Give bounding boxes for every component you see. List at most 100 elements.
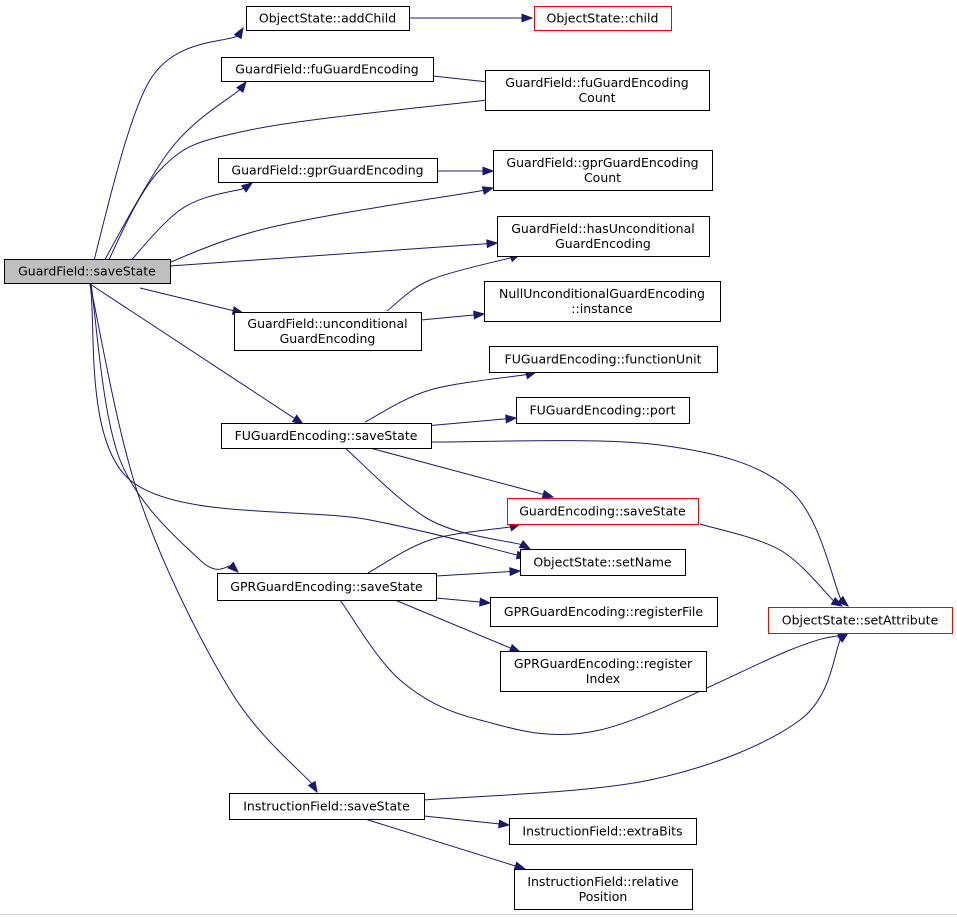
arrowhead-icon xyxy=(541,489,555,499)
edge-line xyxy=(89,283,519,556)
edge-root-to-uncond xyxy=(139,287,245,315)
node-label: ObjectState::setAttribute xyxy=(782,613,939,628)
node-label: GPRGuardEncoding::saveState xyxy=(230,579,423,594)
edge-root-to-hasUncond xyxy=(169,239,499,267)
node-label: GPRGuardEncoding::register xyxy=(514,656,693,671)
node-label: InstructionField::relative xyxy=(527,874,679,889)
edge-line xyxy=(123,189,485,284)
arrowhead-icon xyxy=(836,632,850,643)
edge-fuSave-to-setAttribute xyxy=(430,440,850,607)
node-box xyxy=(217,573,437,601)
arrowhead-icon xyxy=(486,239,499,249)
node-label: GuardField::gprGuardEncoding xyxy=(231,163,423,178)
node-box xyxy=(489,346,718,373)
node-box xyxy=(234,312,422,351)
arrowhead-icon xyxy=(479,597,492,607)
node-label: GuardField::saveState xyxy=(18,264,156,279)
node-box xyxy=(490,597,718,627)
edge-line xyxy=(89,283,313,785)
edge-uncond-to-nullInstance xyxy=(420,310,486,321)
node-gprSave[interactable]: GPRGuardEncoding::saveState xyxy=(217,573,437,601)
node-extraBits[interactable]: InstructionField::extraBits xyxy=(509,818,697,845)
node-label: GuardEncoding::saveState xyxy=(519,504,686,519)
arrowhead-icon xyxy=(837,595,850,607)
edge-instrSave-to-setAttribute xyxy=(423,632,850,801)
node-label: GuardEncoding xyxy=(555,236,651,251)
node-label: GuardEncoding xyxy=(280,331,376,346)
edge-line xyxy=(699,523,835,602)
node-nullInstance[interactable]: NullUnconditionalGuardEncoding::instance xyxy=(484,281,721,322)
node-box xyxy=(484,281,721,322)
arrowhead-icon xyxy=(227,561,240,573)
node-box xyxy=(221,423,432,449)
node-fuPort[interactable]: FUGuardEncoding::port xyxy=(516,397,690,424)
edge-line xyxy=(87,35,239,284)
arrowhead-icon xyxy=(830,596,844,607)
node-label: ObjectState::child xyxy=(547,11,659,26)
edge-gprSave-to-gprRegFile xyxy=(435,597,492,607)
edge-line xyxy=(435,571,512,577)
node-box xyxy=(507,498,699,525)
node-label: Index xyxy=(586,671,620,686)
node-fuGuard[interactable]: GuardField::fuGuardEncoding xyxy=(221,57,434,82)
node-label: ::instance xyxy=(571,301,633,316)
node-gprRegFile[interactable]: GPRGuardEncoding::registerFile xyxy=(490,597,718,627)
node-label: GuardField::hasUnconditional xyxy=(511,221,695,236)
edges-layer xyxy=(87,13,850,871)
edge-guardEncSave-to-setAttribute xyxy=(699,523,844,607)
node-guardEncSave[interactable]: GuardEncoding::saveState xyxy=(507,498,699,525)
node-label: GuardField::fuGuardEncoding xyxy=(235,62,418,77)
node-instrSave[interactable]: InstructionField::saveState xyxy=(229,793,425,820)
edge-line xyxy=(369,447,545,496)
edge-line xyxy=(364,818,517,867)
node-root[interactable]: GuardField::saveState xyxy=(4,259,171,284)
node-label: FUGuardEncoding::saveState xyxy=(235,428,418,443)
edge-line xyxy=(394,599,512,650)
node-fuSave[interactable]: FUGuardEncoding::saveState xyxy=(221,423,432,449)
node-child[interactable]: ObjectState::child xyxy=(534,6,672,31)
edge-line xyxy=(367,526,512,574)
edge-root-to-fuGuardCount xyxy=(97,95,499,284)
node-box xyxy=(520,549,686,576)
edge-root-to-addChild xyxy=(87,26,244,284)
edge-gprGuard-to-gprGuardCount xyxy=(437,166,495,176)
edge-line xyxy=(423,638,842,801)
node-box xyxy=(229,793,425,820)
edge-fuSave-to-fuPort xyxy=(424,414,518,427)
node-box xyxy=(514,869,693,910)
arrowhead-icon xyxy=(518,540,532,550)
edge-line xyxy=(89,283,296,420)
node-box xyxy=(500,651,707,692)
edge-line xyxy=(424,418,508,427)
node-addChild[interactable]: ObjectState::addChild xyxy=(246,6,410,31)
arrowhead-icon xyxy=(291,414,305,425)
node-setName[interactable]: ObjectState::setName xyxy=(520,549,686,576)
edge-fuSave-to-fuFunctionUnit xyxy=(364,370,538,423)
node-hasUncond[interactable]: GuardField::hasUnconditionalGuardEncodin… xyxy=(497,216,710,257)
edge-line xyxy=(90,283,232,570)
arrowhead-icon xyxy=(521,13,534,23)
edge-root-to-fuSave xyxy=(89,283,305,425)
edge-gprSave-to-guardEncSave xyxy=(367,522,522,574)
node-box xyxy=(246,6,410,31)
node-gprGuard[interactable]: GuardField::gprGuardEncoding xyxy=(218,158,438,183)
node-label: GuardField::fuGuardEncoding xyxy=(505,75,688,90)
node-box xyxy=(534,6,672,31)
edge-root-to-gprGuardCount xyxy=(123,186,495,284)
node-box xyxy=(221,57,434,82)
edge-line xyxy=(420,314,476,321)
node-fuFunctionUnit[interactable]: FUGuardEncoding::functionUnit xyxy=(489,346,718,373)
node-setAttribute[interactable]: ObjectState::setAttribute xyxy=(768,607,953,634)
arrowhead-icon xyxy=(236,80,247,94)
edge-instrSave-to-extraBits xyxy=(423,815,511,829)
edge-line xyxy=(339,599,840,736)
node-label: GuardField::gprGuardEncoding xyxy=(506,155,698,170)
arrowhead-icon xyxy=(509,567,522,577)
edge-gprSave-to-setName xyxy=(435,567,522,577)
